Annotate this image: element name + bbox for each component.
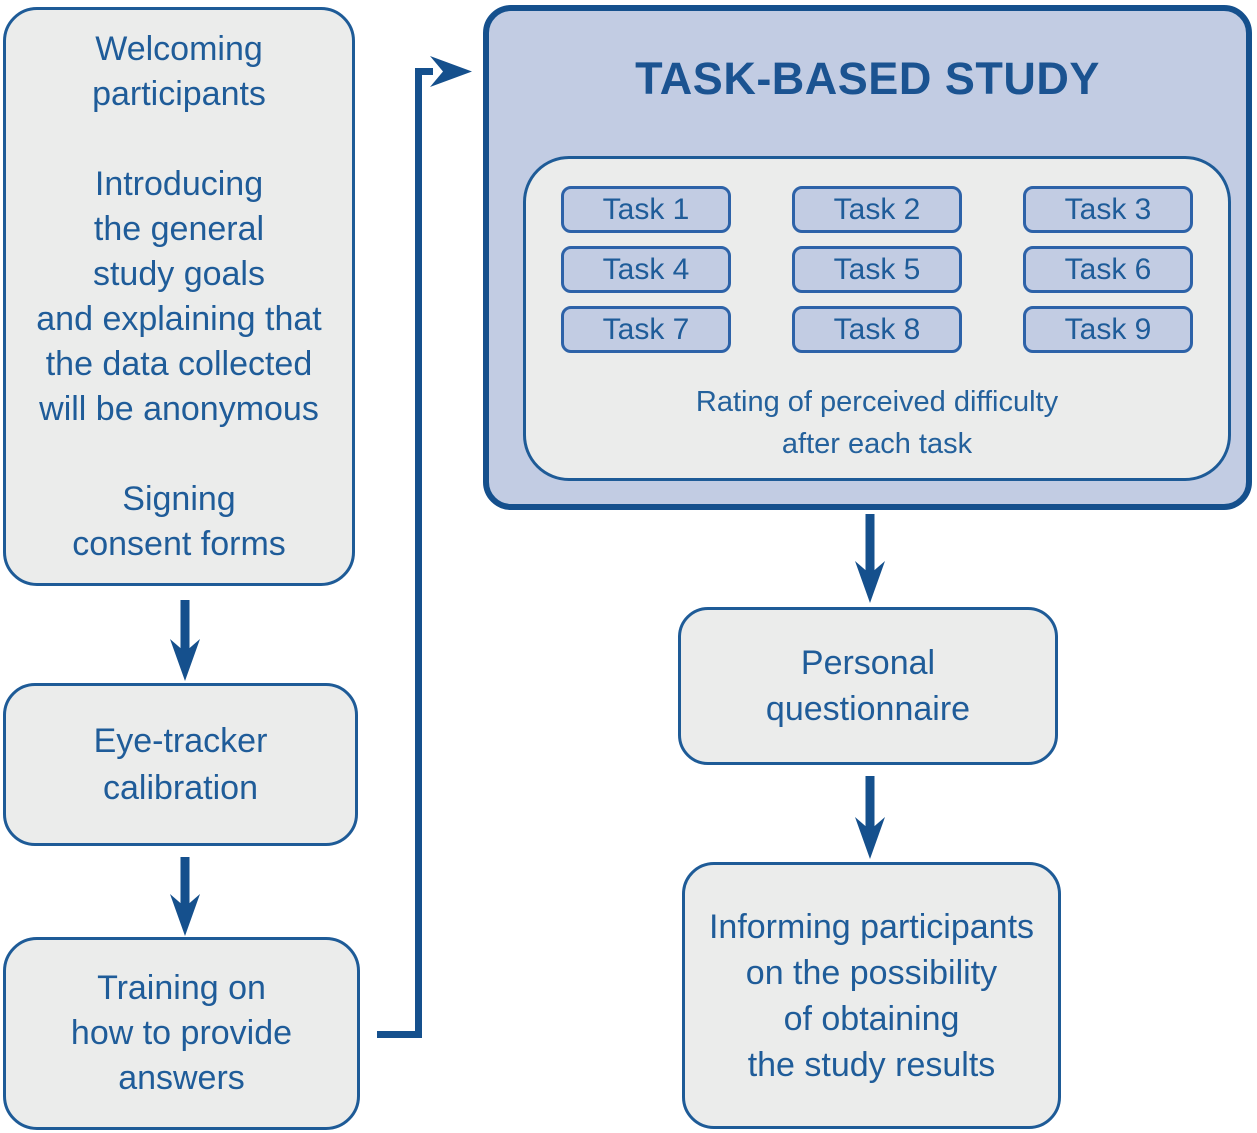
task-button-2: Task 2 (792, 186, 962, 233)
welcome-paragraph-3: Signing consent forms (72, 479, 286, 563)
task-button-9: Task 9 (1023, 306, 1193, 353)
task-button-1: Task 1 (561, 186, 731, 233)
eye-tracker-label: Eye-tracker calibration (93, 721, 268, 807)
task-grid: Task 1 Task 2 Task 3 Task 4 Task 5 Task … (561, 186, 1193, 353)
rating-note: Rating of perceived difficulty after eac… (695, 386, 1059, 460)
arrow-intro-to-calibration-icon (170, 600, 200, 681)
task-button-4: Task 4 (561, 246, 731, 293)
eye-tracker-calibration-box: Eye-tracker calibration (3, 683, 358, 846)
panel-title: TASK-BASED STUDY (635, 53, 1100, 104)
training-box: Training on how to provide answers (3, 937, 360, 1130)
arrow-calibration-to-training-icon (170, 857, 200, 936)
task-button-5: Task 5 (792, 246, 962, 293)
arrow-study-to-questionnaire-icon (855, 514, 885, 603)
connector-training-to-study-icon (377, 56, 472, 1038)
training-label: Training on how to provide answers (70, 969, 293, 1097)
task-based-study-panel: TASK-BASED STUDY Task 1 Task 2 Task 3 Ta… (483, 5, 1252, 510)
personal-questionnaire-label: Personal questionnaire (765, 644, 971, 728)
task-button-3: Task 3 (1023, 186, 1193, 233)
task-button-6: Task 6 (1023, 246, 1193, 293)
task-button-8: Task 8 (792, 306, 962, 353)
informing-participants-box: Informing participants on the possibilit… (682, 862, 1061, 1129)
tasks-container-box: Task 1 Task 2 Task 3 Task 4 Task 5 Task … (523, 156, 1231, 481)
welcome-paragraph-2: Introducing the general study goals and … (36, 164, 322, 428)
welcome-paragraph-1: Welcoming participants (92, 29, 266, 113)
personal-questionnaire-box: Personal questionnaire (678, 607, 1058, 765)
task-button-7: Task 7 (561, 306, 731, 353)
arrow-questionnaire-to-informing-icon (855, 776, 885, 859)
informing-participants-label: Informing participants on the possibilit… (708, 907, 1035, 1084)
welcome-box: Welcoming participants Introducing the g… (3, 7, 355, 586)
